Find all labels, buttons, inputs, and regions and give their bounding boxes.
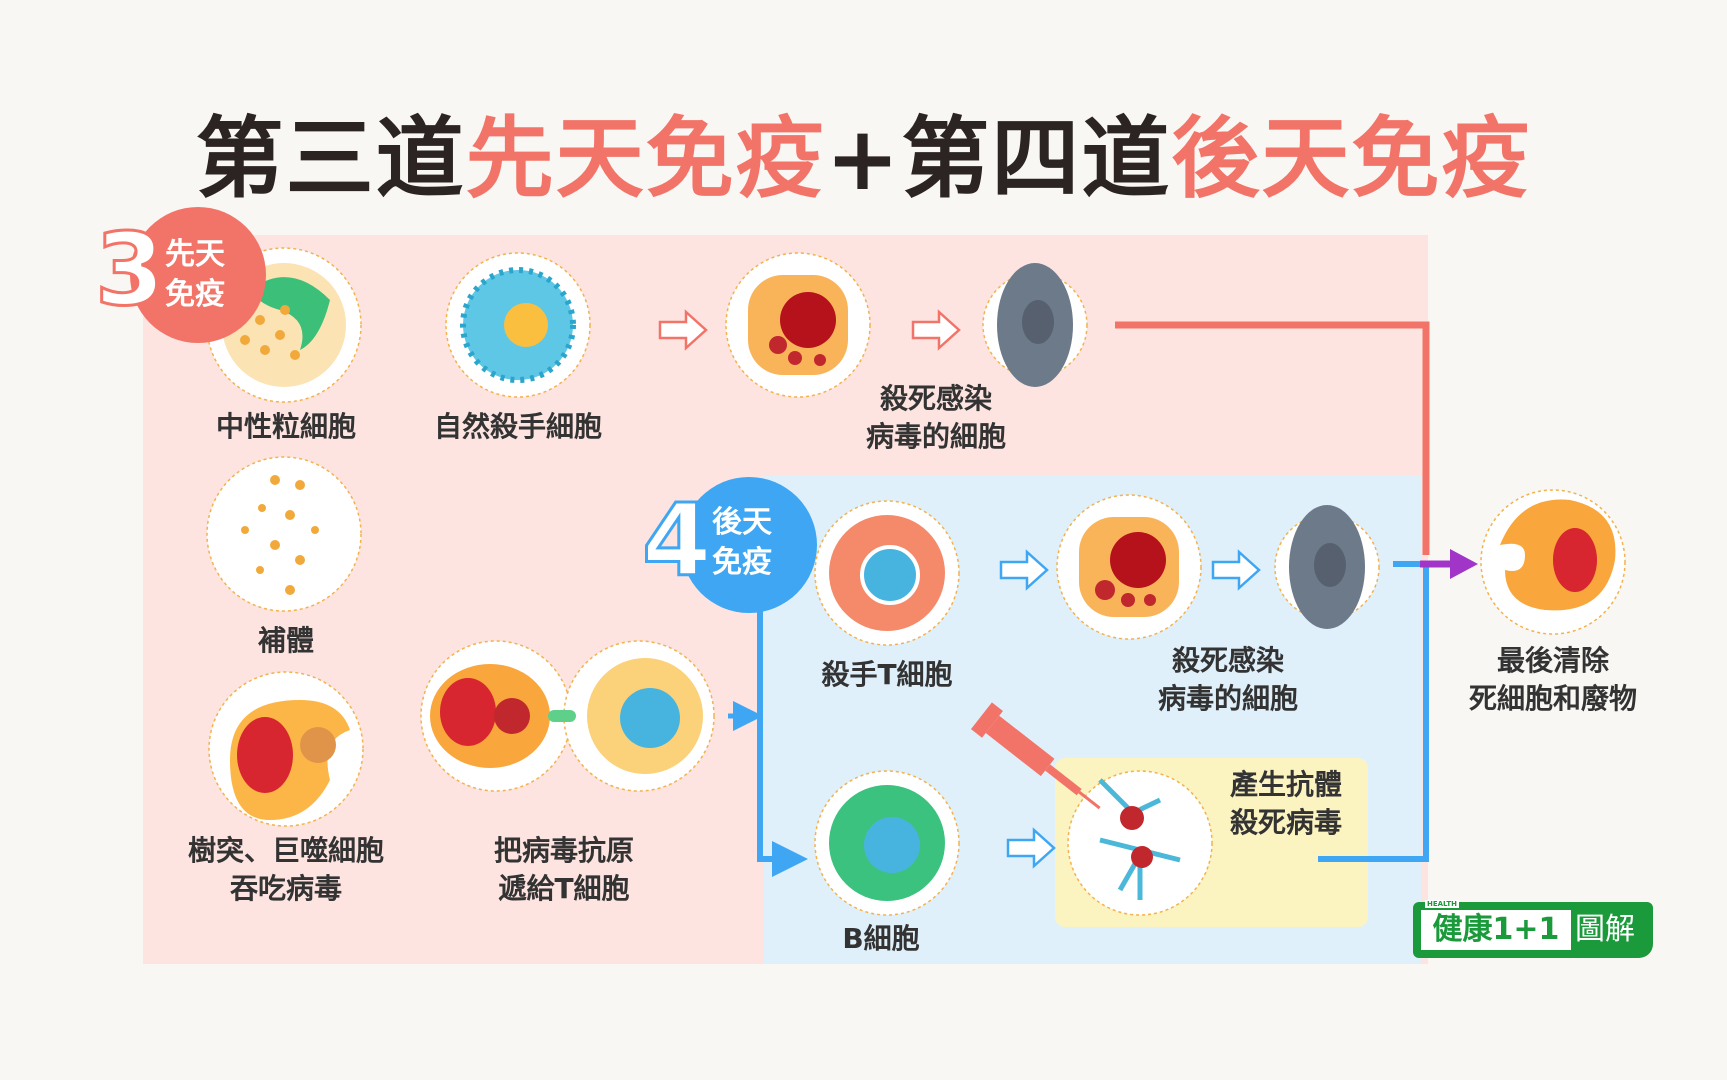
killer-t-cell-icon <box>829 515 945 631</box>
label-line: 遞給T細胞 <box>498 872 630 905</box>
macrophage-icon <box>230 700 350 820</box>
title-part: 第三道 <box>195 107 466 210</box>
infected-cell-icon <box>1079 517 1179 617</box>
adaptive-badge-text: 後天 <box>712 505 772 540</box>
label-kill-infected-2: 殺死感染病毒的細胞 <box>1158 642 1298 718</box>
adaptive-flow-line <box>757 595 808 877</box>
label-kill-infected-1: 殺死感染病毒的細胞 <box>866 380 1006 456</box>
page-title: 第三道先天免疫+第四道後天免疫 <box>0 88 1727 215</box>
logo-suffix: 圖解 <box>1575 912 1635 947</box>
brand-logo: 健康1+1 HEALTH 圖解 <box>1413 900 1653 958</box>
antibody-icon <box>1098 778 1181 900</box>
label-line: 產生抗體 <box>1229 768 1343 801</box>
step-arrow-icon <box>911 309 961 351</box>
title-adaptive: 後天免疫 <box>1171 107 1532 210</box>
step-arrow-icon <box>658 309 708 351</box>
label-b-cell: B細胞 <box>842 922 920 955</box>
label-line: 死細胞和廢物 <box>1468 682 1638 715</box>
innate-badge <box>130 207 266 343</box>
innate-badge-text: 免疫 <box>165 277 225 312</box>
dead-cell-icon <box>1289 505 1365 629</box>
title-part: +第四道 <box>825 107 1172 210</box>
t-cell-icon <box>587 658 703 774</box>
label-neutrophil: 中性粒細胞 <box>215 410 357 443</box>
label-line: 殺死感染 <box>1171 644 1285 677</box>
adaptive-return-line <box>1318 561 1429 862</box>
label-complement: 補體 <box>257 624 315 657</box>
syringe-icon <box>970 702 1101 810</box>
label-line: 把病毒抗原 <box>493 834 635 867</box>
label-line: 病毒的細胞 <box>1157 682 1299 715</box>
label-line: 殺死病毒 <box>1229 806 1343 839</box>
label-line: 吞吃病毒 <box>229 872 343 905</box>
label-nk-cell: 自然殺手細胞 <box>433 410 603 443</box>
label-line: 病毒的細胞 <box>865 420 1007 453</box>
title-innate: 先天免疫 <box>465 107 826 210</box>
step-arrow-icon <box>1006 827 1056 869</box>
label-antibody: 產生抗體殺死病毒 <box>1230 766 1342 842</box>
infected-cell-icon <box>748 275 848 375</box>
final-arrow-head <box>1450 549 1478 579</box>
presenting-cell-icon <box>430 664 576 768</box>
dead-cell-icon <box>997 263 1073 387</box>
logo-health: HEALTH <box>1425 900 1459 908</box>
innate-flow-line <box>1115 321 1430 555</box>
adaptive-badge-number: 4 <box>641 482 714 599</box>
step-arrow-icon <box>1211 549 1261 591</box>
label-line: 殺死感染 <box>879 382 993 415</box>
innate-badge-number: 3 <box>94 211 167 328</box>
label-dendritic: 樹突、巨噬細胞吞吃病毒 <box>188 832 384 908</box>
adaptive-badge-text: 免疫 <box>712 545 772 580</box>
label-final: 最後清除死細胞和廢物 <box>1469 642 1637 718</box>
label-line: 樹突、巨噬細胞 <box>187 834 385 867</box>
label-killer-t: 殺手T細胞 <box>821 658 953 691</box>
label-present-antigen: 把病毒抗原遞給T細胞 <box>494 832 634 908</box>
b-cell-icon <box>829 785 945 901</box>
complement-icon <box>241 475 319 595</box>
label-line: 最後清除 <box>1496 644 1610 677</box>
adaptive-badge <box>681 477 817 613</box>
nk-cell-icon <box>460 267 576 383</box>
step-arrow-icon <box>999 549 1049 591</box>
logo-brand: 健康1+1 <box>1421 910 1571 950</box>
macrophage-clean-icon <box>1500 499 1616 611</box>
innate-badge-text: 先天 <box>165 237 225 272</box>
